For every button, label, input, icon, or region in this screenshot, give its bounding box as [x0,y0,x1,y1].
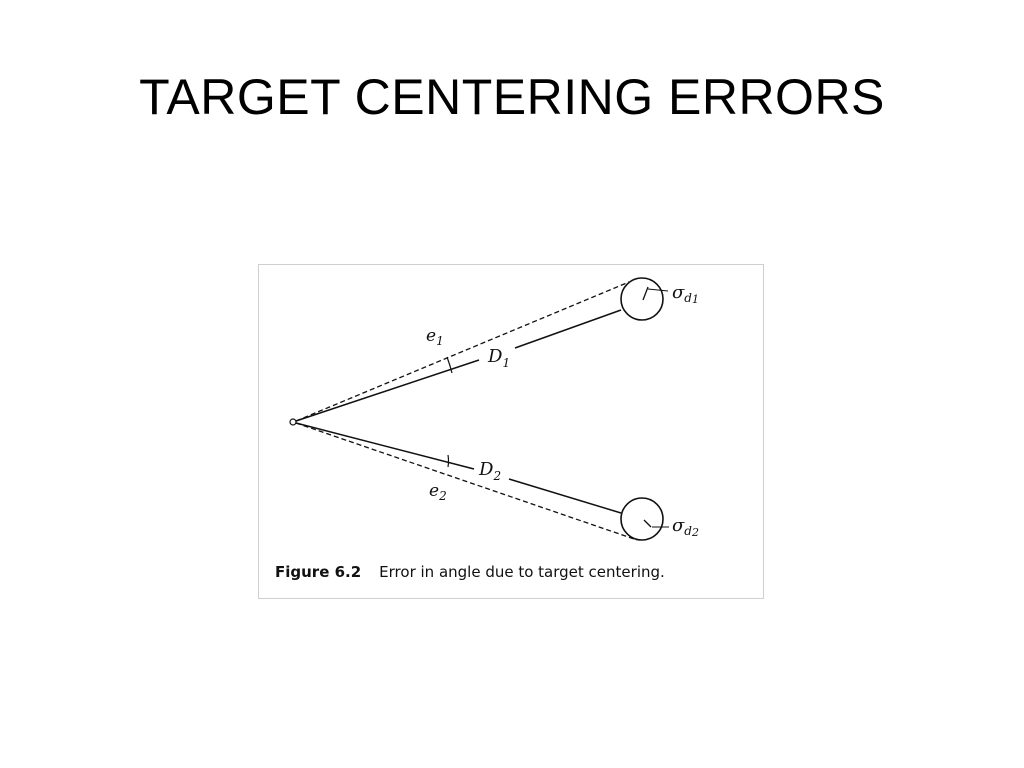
figure-caption: Figure 6.2 Error in angle due to target c… [275,563,665,581]
figure-caption-text: Error in angle due to target centering. [379,563,665,581]
label-d2: D2 [478,459,501,483]
label-e2: e2 [429,481,447,503]
target-circle-2 [620,497,664,541]
label-sigma-d1: σd1 [672,282,699,306]
angle-arc-e1 [446,356,453,374]
radius-marker-1 [642,286,649,301]
label-e1: e1 [426,326,444,348]
dashed-line-e2 [295,422,638,541]
sight-line-d1-b [514,309,622,349]
sight-line-d1-a [295,359,480,422]
label-sigma-d2: σd2 [672,515,699,539]
label-d1: D1 [487,346,510,370]
instrument-station [289,418,297,426]
target-circle-1 [620,277,664,321]
figure-number: Figure 6.2 [275,563,362,581]
figure-frame: e1 D1 σd1 D2 e2 σd2 Figure 6.2 Error in a… [258,264,764,599]
sight-line-d2-b [508,478,622,514]
slide-title: TARGET CENTERING ERRORS [139,69,885,125]
radius-marker-2 [643,519,652,528]
sight-line-d2-a [295,422,475,470]
angle-arc-e2 [447,454,450,468]
radius-leader-1 [647,288,669,292]
target-centering-diagram: e1 D1 σd1 D2 e2 σd2 [289,277,699,541]
dashed-line-e1 [295,281,630,422]
